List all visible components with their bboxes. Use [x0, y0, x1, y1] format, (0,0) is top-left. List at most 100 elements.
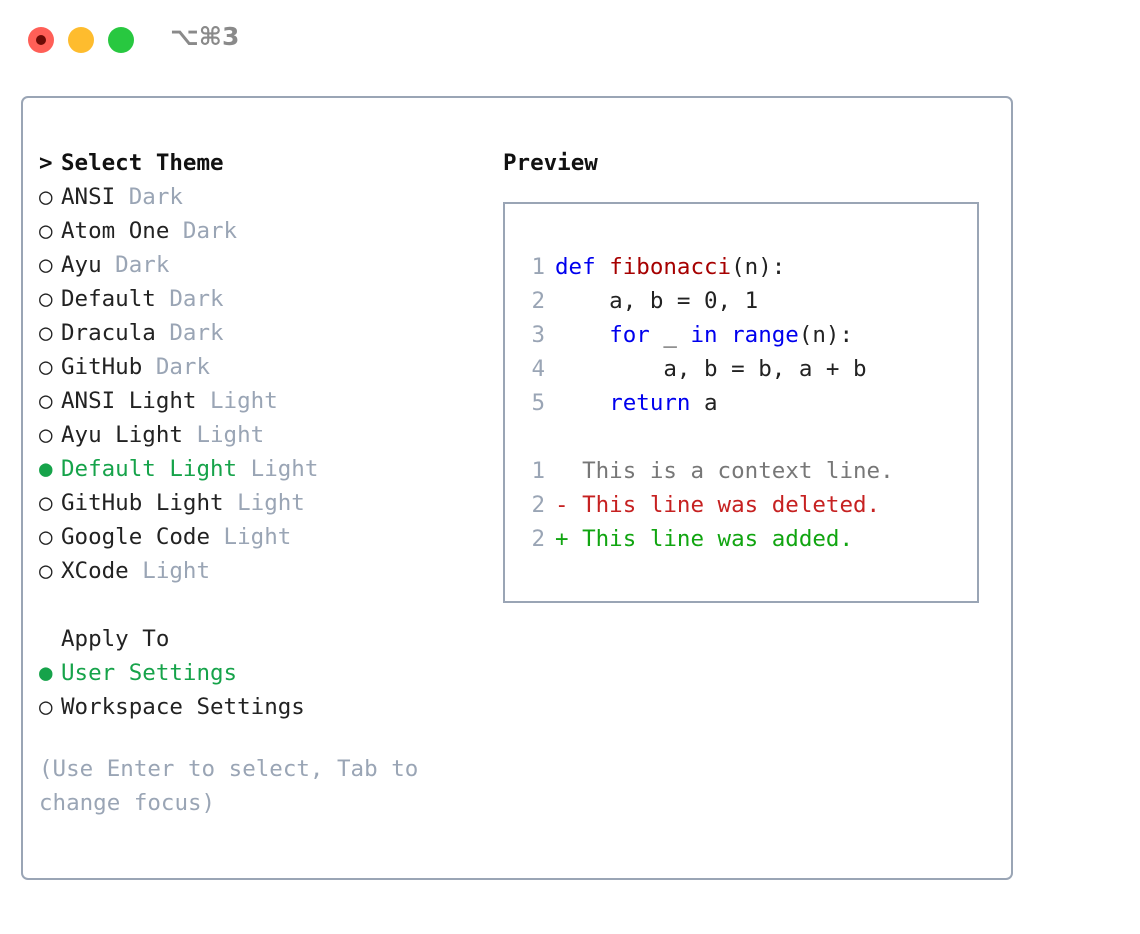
theme-variant-tag: Light — [237, 456, 319, 482]
apply-to-label: Apply To — [61, 626, 170, 652]
theme-variant-tag: Dark — [155, 286, 224, 312]
code-token: a — [690, 390, 718, 416]
code-token: return — [609, 390, 691, 416]
diff-line: 2- This line was deleted. — [519, 488, 971, 522]
code-token: (n): — [731, 254, 786, 280]
theme-option-row[interactable]: ○ Ayu Dark — [39, 248, 479, 282]
diff-sign: - — [555, 492, 569, 518]
radio-unselected-icon[interactable]: ○ — [39, 252, 53, 278]
code-token — [718, 322, 732, 348]
code-token: _ — [649, 322, 691, 348]
diff-text: This is a context line. — [568, 458, 894, 484]
title-bar: ⌥⌘3 — [0, 0, 1140, 78]
preview-title: Preview — [503, 150, 598, 176]
theme-option-label: GitHub Light — [61, 490, 224, 516]
theme-option-list[interactable]: ○ANSI Dark○Atom One Dark○Ayu Dark○Defaul… — [39, 180, 479, 588]
code-token — [555, 322, 609, 348]
theme-option-row[interactable]: ○ Atom One Dark — [39, 214, 479, 248]
theme-variant-tag: Dark — [155, 320, 224, 346]
prompt-caret-icon: > — [39, 150, 53, 176]
radio-selected-icon[interactable]: ● — [39, 456, 53, 482]
theme-option-label: Ayu — [61, 252, 102, 278]
theme-option-row[interactable]: ● Default Light Light — [39, 452, 479, 486]
theme-option-label: Atom One — [61, 218, 170, 244]
radio-unselected-icon[interactable]: ○ — [39, 694, 53, 720]
theme-variant-tag: Dark — [101, 252, 170, 278]
theme-list-column: >Select Theme ○ANSI Dark○Atom One Dark○A… — [39, 146, 479, 820]
keyboard-hint-text: (Use Enter to select, Tab to change focu… — [39, 756, 419, 816]
theme-variant-tag: Light — [223, 490, 305, 516]
code-token: for — [609, 322, 650, 348]
code-line: 5 return a — [519, 386, 971, 420]
theme-variant-tag: Dark — [169, 218, 238, 244]
code-token: range — [731, 322, 799, 348]
code-token — [555, 390, 609, 416]
theme-variant-tag: Light — [128, 558, 211, 584]
line-number: 2 — [531, 288, 545, 314]
theme-variant-tag: Light — [196, 388, 278, 414]
theme-option-label: Default Light — [61, 456, 238, 482]
apply-to-label-row: Apply To — [39, 622, 479, 656]
theme-option-row[interactable]: ○ Dracula Dark — [39, 316, 479, 350]
apply-to-option-row[interactable]: ● User Settings — [39, 656, 479, 690]
code-token: def — [555, 254, 610, 280]
line-number: 3 — [531, 322, 545, 348]
minimize-button[interactable] — [68, 27, 94, 53]
list-spacer — [39, 588, 479, 622]
theme-variant-tag: Dark — [115, 184, 183, 210]
radio-unselected-icon[interactable]: ○ — [39, 320, 53, 346]
preview-gap — [519, 420, 971, 454]
line-number: 2 — [531, 526, 545, 552]
diff-line: 1 This is a context line. — [519, 454, 971, 488]
radio-unselected-icon[interactable]: ○ — [39, 524, 53, 550]
select-theme-header: >Select Theme — [39, 146, 479, 180]
close-button[interactable] — [28, 27, 54, 53]
theme-variant-tag: Dark — [142, 354, 211, 380]
theme-option-label: ANSI Light — [61, 388, 197, 414]
line-number: 2 — [531, 492, 545, 518]
diff-text: This line was added. — [568, 526, 854, 552]
theme-option-row[interactable]: ○ ANSI Light Light — [39, 384, 479, 418]
theme-option-label: Default — [61, 286, 156, 312]
code-line: 2 a, b = 0, 1 — [519, 284, 971, 318]
radio-unselected-icon[interactable]: ○ — [39, 388, 53, 414]
theme-option-row[interactable]: ○ XCode Light — [39, 554, 479, 588]
theme-option-label: Dracula — [61, 320, 156, 346]
radio-unselected-icon[interactable]: ○ — [39, 422, 53, 448]
radio-unselected-icon[interactable]: ○ — [39, 184, 53, 210]
code-token: in — [690, 322, 718, 348]
apply-to-option-label: User Settings — [61, 660, 238, 686]
theme-option-row[interactable]: ○Ayu Light Light — [39, 418, 479, 452]
code-token: fibonacci — [609, 254, 732, 280]
theme-option-label: XCode — [61, 558, 129, 584]
radio-unselected-icon[interactable]: ○ — [39, 286, 53, 312]
theme-option-row[interactable]: ○ GitHub Light Light — [39, 486, 479, 520]
apply-to-option-row[interactable]: ○Workspace Settings — [39, 690, 479, 724]
theme-option-row[interactable]: ○ Default Dark — [39, 282, 479, 316]
radio-unselected-icon[interactable]: ○ — [39, 558, 53, 584]
theme-option-label: Google Code — [61, 524, 211, 550]
radio-unselected-icon[interactable]: ○ — [39, 218, 53, 244]
apply-to-option-list[interactable]: ● User Settings ○Workspace Settings — [39, 656, 479, 724]
theme-option-row[interactable]: ○Google Code Light — [39, 520, 479, 554]
radio-selected-icon[interactable]: ● — [39, 660, 53, 686]
theme-selector-panel: >Select Theme ○ANSI Dark○Atom One Dark○A… — [21, 96, 1013, 880]
radio-unselected-icon[interactable]: ○ — [39, 354, 53, 380]
line-number: 4 — [531, 356, 545, 382]
diff-sign — [555, 458, 569, 484]
theme-option-row[interactable]: ○ANSI Dark — [39, 180, 479, 214]
maximize-button[interactable] — [108, 27, 134, 53]
code-token: a, b = b, a + b — [555, 356, 867, 382]
line-number: 1 — [531, 458, 545, 484]
radio-unselected-icon[interactable]: ○ — [39, 490, 53, 516]
theme-option-row[interactable]: ○GitHub Dark — [39, 350, 479, 384]
diff-text: This line was deleted. — [568, 492, 881, 518]
diff-sign: + — [555, 526, 569, 552]
code-token: a, b = 0, 1 — [555, 288, 759, 314]
theme-variant-tag: Light — [182, 422, 265, 448]
